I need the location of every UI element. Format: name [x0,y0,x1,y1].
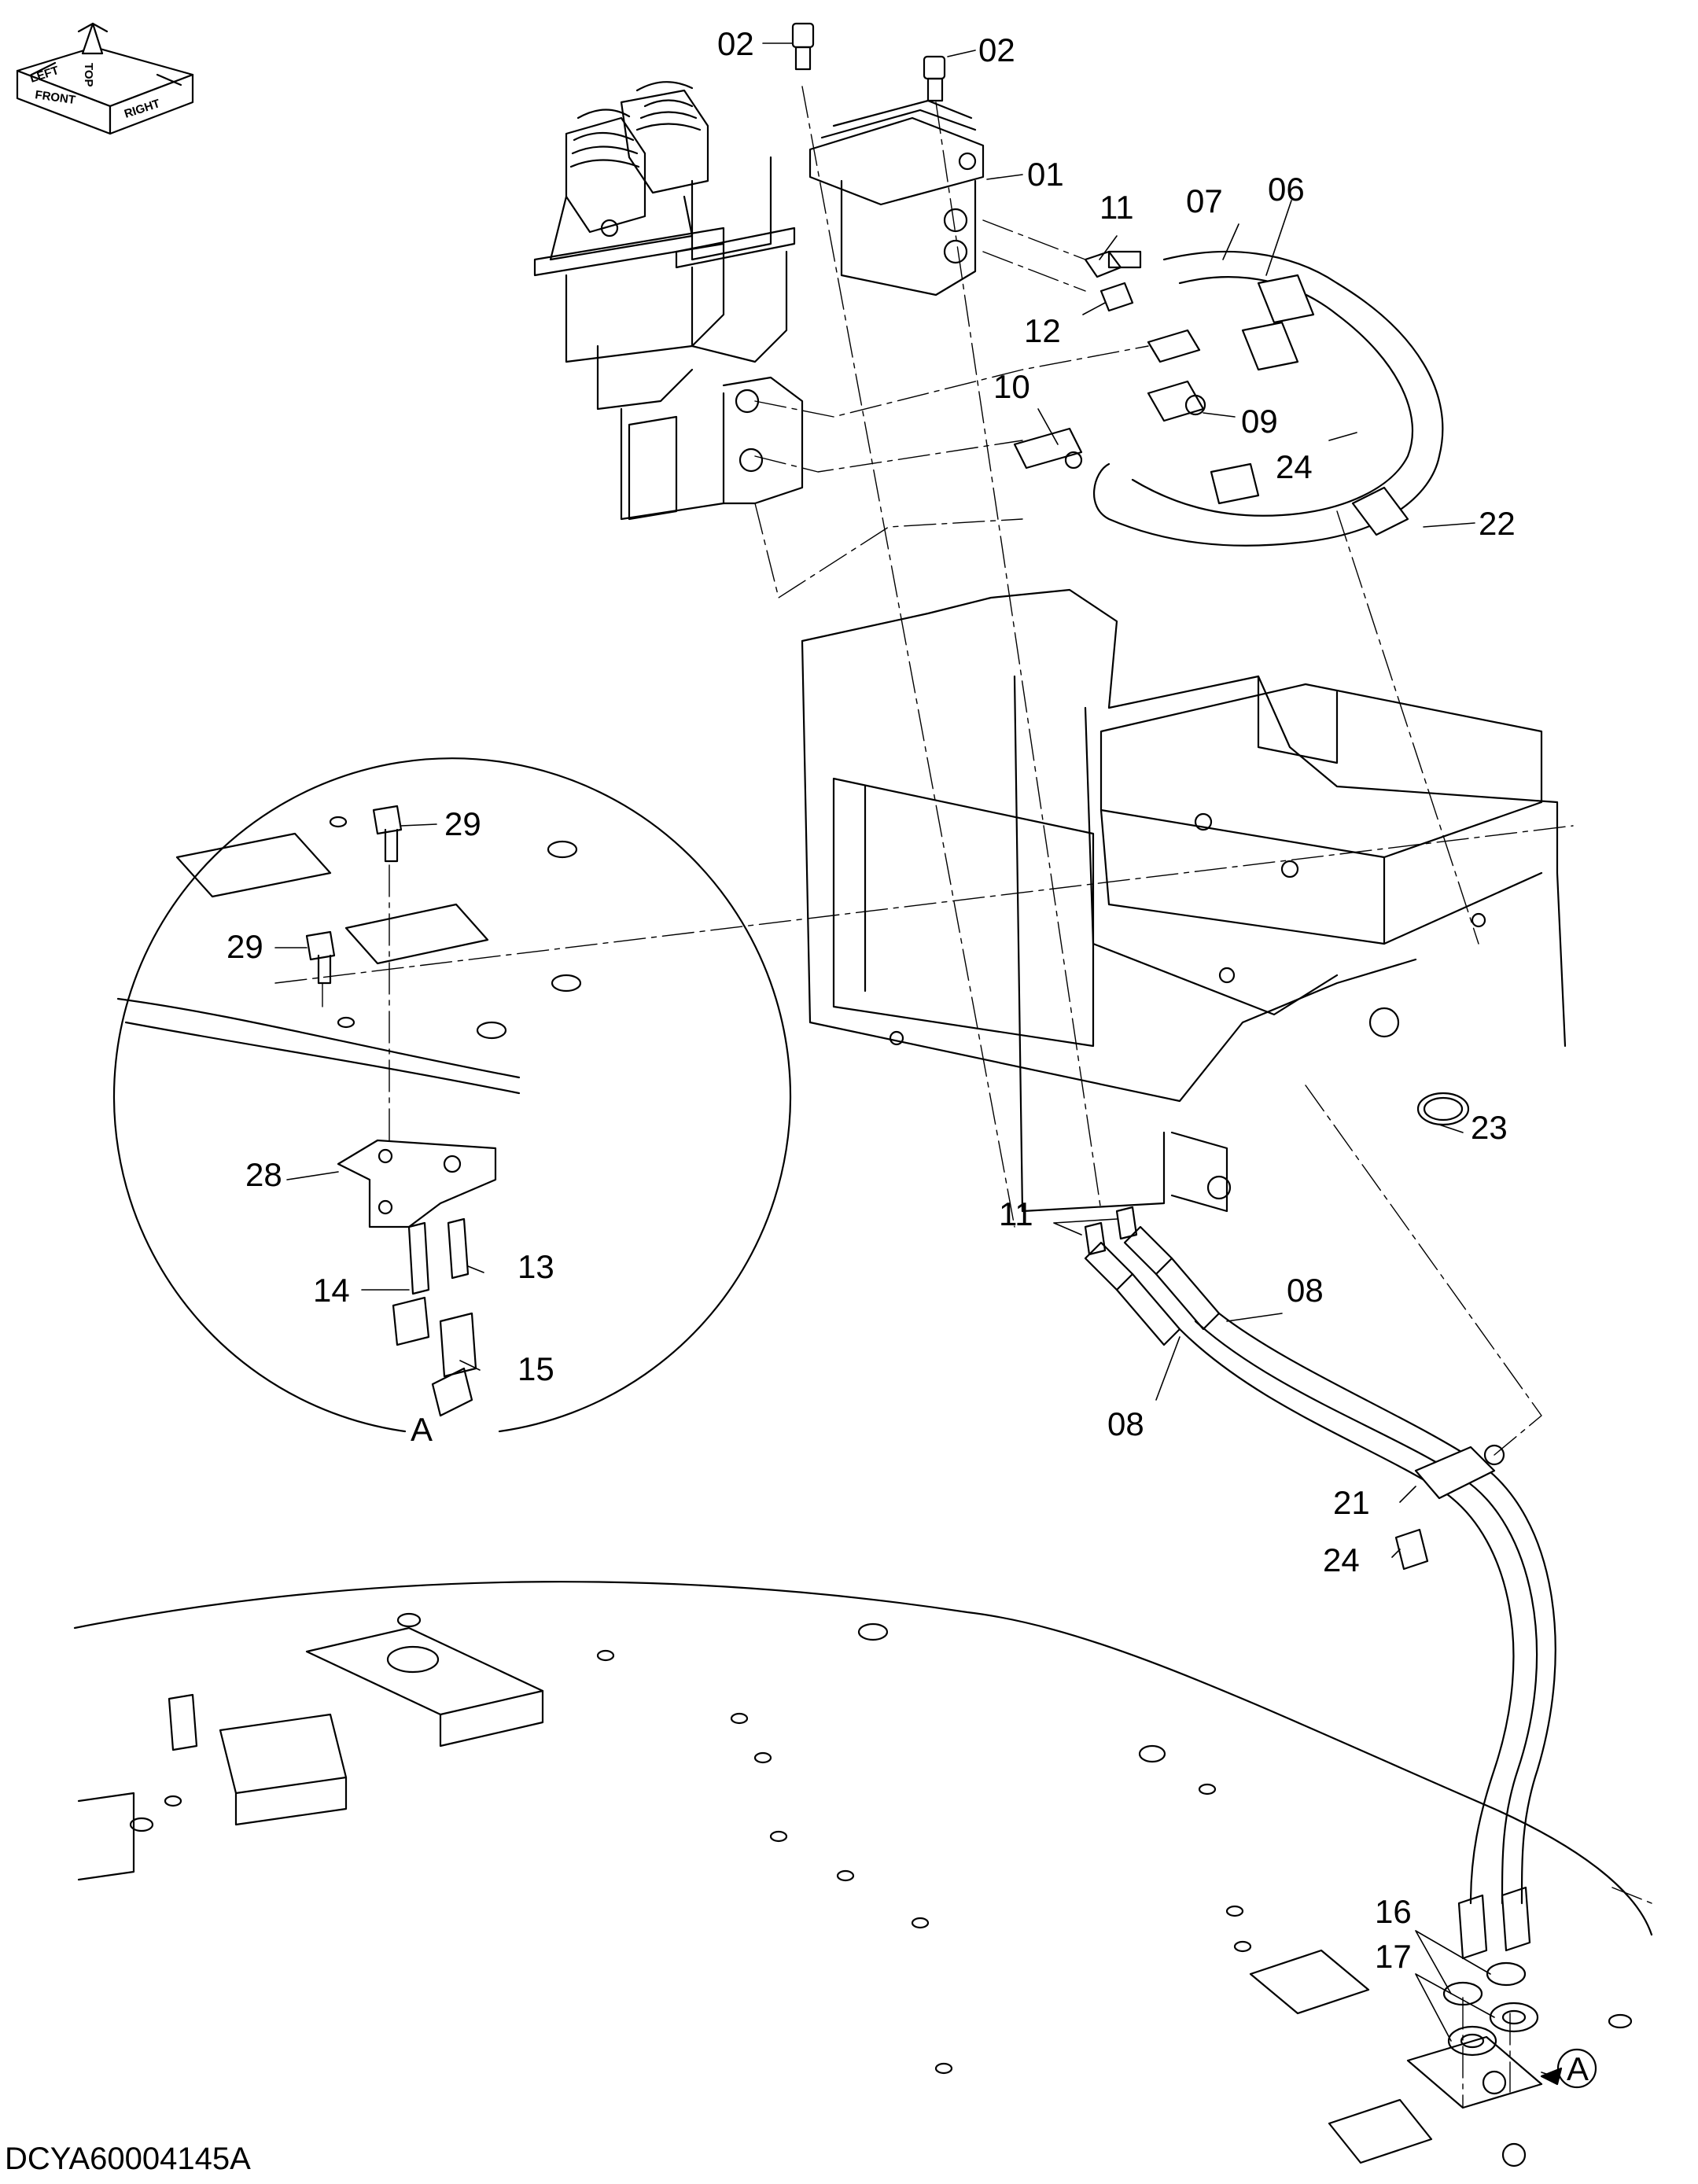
callout-08: 08 [1287,1272,1324,1309]
callout-13: 13 [518,1248,554,1285]
floor-holes [129,1612,1633,2075]
fittings-upper [1013,250,1206,470]
callout-labels: 02 02 01 11 07 06 12 10 09 24 22 23 11 0… [227,25,1589,2087]
callout-09: 09 [1241,403,1278,440]
orientation-icon [16,22,194,135]
detail-view-circle [112,757,792,1433]
callout-11: 11 [999,1195,1033,1232]
callout-10: 10 [993,368,1030,405]
callout-02: 02 [978,31,1015,68]
callout-23: 23 [1471,1109,1508,1146]
orientation-top-label: TOP [82,63,95,87]
callout-28: 28 [245,1156,282,1193]
callout-02: 02 [717,25,754,62]
callout-15: 15 [518,1350,554,1387]
callout-12: 12 [1024,312,1061,349]
drawing-code: DCYA60004145A [5,2142,251,2176]
hoses-upper [1092,250,1444,547]
control-stand-bracket [801,588,1567,1213]
callout-21: 21 [1333,1484,1370,1521]
bolt-02-right [923,55,946,102]
callout-17: 17 [1375,1938,1412,1975]
callout-22: 22 [1479,505,1516,542]
callout-29: 29 [227,928,263,965]
callout-16: 16 [1375,1893,1412,1930]
callout-24: 24 [1276,448,1313,485]
callout-07: 07 [1186,182,1223,219]
phantom-lines [274,86,1652,2108]
callout-01: 01 [1027,156,1064,193]
bolt-02-left [791,22,815,71]
detail-view-label: A [411,1411,433,1448]
valve-block-01 [808,99,985,296]
view-marker-label: A [1567,2050,1589,2087]
leader-lines [274,42,1554,2077]
callout-29: 29 [444,805,481,842]
floor-plate [73,1581,1653,2167]
callout-08: 08 [1107,1405,1144,1442]
callout-24: 24 [1323,1541,1360,1578]
callout-06: 06 [1268,171,1305,208]
hoses-lower [1084,1206,1556,2057]
view-marker-arrow [1540,2048,1597,2089]
callout-11: 11 [1099,189,1134,226]
callout-14: 14 [313,1272,350,1309]
pilot-valve-assembly [533,81,804,521]
